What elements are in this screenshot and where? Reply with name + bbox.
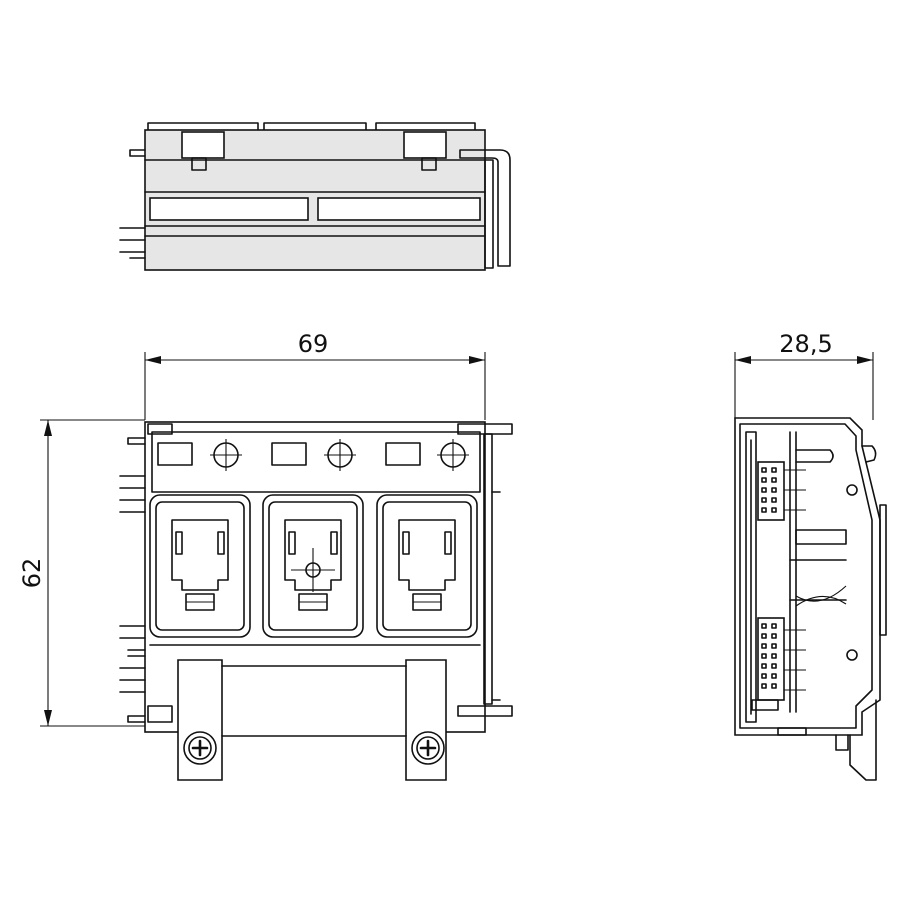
mounting-screw-right (411, 731, 445, 765)
side-pin-grid-bottom (761, 623, 777, 689)
top-view (119, 122, 511, 271)
front-view (119, 421, 513, 781)
screw-hole-1 (210, 439, 242, 471)
dimension-width-label: 69 (298, 330, 329, 358)
side-view (734, 417, 887, 781)
dimension-height: 62 (18, 419, 145, 727)
screw-hole-2 (324, 439, 356, 471)
rj45-port-3 (376, 494, 478, 638)
dimension-depth: 28,5 (734, 330, 874, 420)
screw-hole-3 (437, 439, 469, 471)
dimension-width: 69 (144, 330, 486, 420)
dimension-depth-label: 28,5 (779, 330, 832, 358)
mounting-screw-left (183, 731, 217, 765)
dimension-height-label: 62 (18, 558, 46, 589)
rj45-port-1 (149, 494, 251, 638)
side-pin-grid-top (761, 467, 777, 513)
rj45-port-2 (262, 494, 364, 638)
